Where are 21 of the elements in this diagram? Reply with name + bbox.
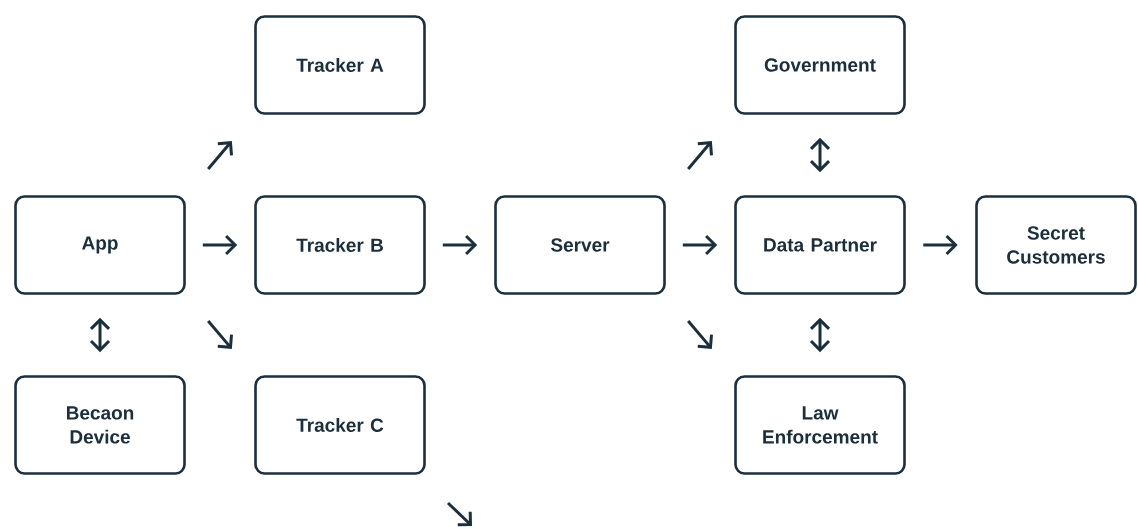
process-box: Government xyxy=(734,15,906,115)
process-box: Tracker A xyxy=(254,15,426,115)
arrow xyxy=(923,234,958,256)
process-box: Data Partner xyxy=(734,195,906,295)
arrow xyxy=(207,320,233,349)
process-box: Secret Customers xyxy=(975,195,1137,295)
process-box: Server xyxy=(494,195,666,295)
arrow xyxy=(89,317,111,353)
arrow xyxy=(809,137,831,173)
process-box: App xyxy=(14,195,186,295)
process-box: Becaon Device xyxy=(14,375,186,475)
process-box: Tracker C xyxy=(254,375,426,475)
arrow xyxy=(809,317,831,353)
arrow xyxy=(687,141,713,170)
arrow xyxy=(207,141,233,170)
arrow xyxy=(442,234,478,256)
process-box: Tracker B xyxy=(254,195,426,295)
process-box: Law Enforcement xyxy=(734,375,906,475)
arrow xyxy=(682,234,718,256)
arrow xyxy=(202,234,238,256)
arrow xyxy=(687,320,713,349)
